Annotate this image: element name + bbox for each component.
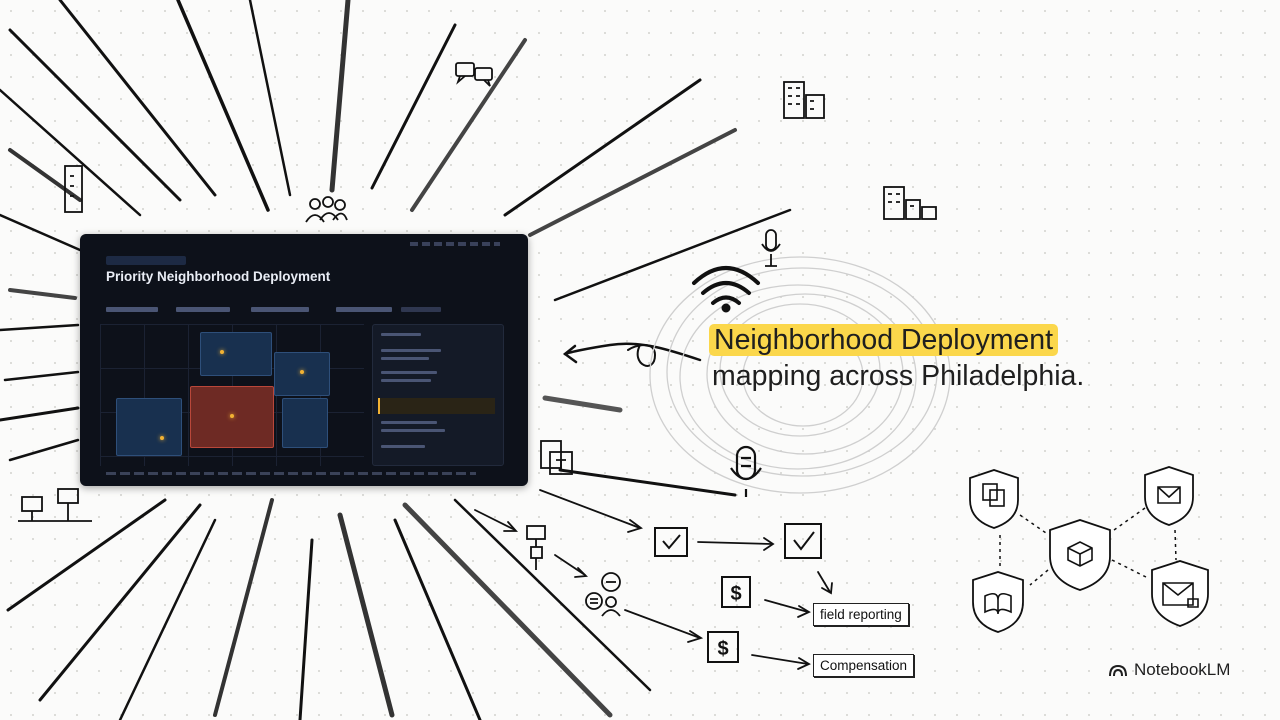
book-icon (984, 592, 1012, 615)
tab[interactable] (176, 307, 230, 312)
page-title: Priority Neighborhood Deployment (106, 269, 331, 284)
field-reporting-label: field reporting (813, 603, 909, 626)
envelope-icon (1162, 582, 1194, 606)
map-zone[interactable] (274, 352, 330, 396)
notebooklm-logo-icon (1109, 664, 1127, 677)
map-zone[interactable] (116, 398, 182, 456)
shield-icon (969, 469, 1019, 529)
chat-bubbles-icon (455, 62, 493, 87)
map-zone[interactable] (282, 398, 328, 448)
map-marker[interactable] (220, 350, 224, 354)
map-zone[interactable] (200, 332, 272, 376)
toolbar-links (410, 242, 500, 246)
wifi-icon (692, 266, 760, 313)
dollar-symbol: $ (730, 583, 741, 605)
team-icon (305, 196, 348, 223)
cube-icon (1067, 541, 1093, 567)
map-marker[interactable] (230, 414, 234, 418)
dollar-icon (721, 576, 751, 608)
document-icon (540, 440, 573, 475)
tab[interactable] (336, 307, 392, 312)
people-chat-icon (585, 572, 621, 617)
highlighted-item[interactable] (378, 398, 495, 414)
deployment-map[interactable] (100, 324, 364, 466)
dollar-symbol: $ (717, 638, 728, 660)
checkbox-icon (784, 523, 822, 559)
building-icon (64, 165, 83, 213)
envelope-icon (1157, 486, 1181, 504)
tab[interactable] (251, 307, 309, 312)
map-marker[interactable] (300, 370, 304, 374)
dollar-icon (707, 631, 739, 663)
map-marker[interactable] (160, 436, 164, 440)
buildings-icon (783, 81, 825, 119)
details-sidebar (372, 324, 504, 466)
notebooklm-brand: NotebookLM (1108, 660, 1230, 680)
microphone-icon (730, 445, 762, 497)
microphone-icon (761, 229, 781, 267)
headline-highlight: Neighborhood Deployment (709, 324, 1059, 356)
checkbox-icon (654, 527, 688, 557)
compensation-label: Compensation (813, 654, 915, 677)
headline-line2: mapping across Philadelphia. (712, 360, 1085, 392)
buildings-icon (883, 186, 937, 220)
tab[interactable] (401, 307, 441, 312)
user-card-icon (18, 488, 92, 522)
brand-name: NotebookLM (1134, 660, 1231, 679)
tab[interactable] (106, 307, 158, 312)
metric-tabs (106, 307, 506, 313)
panel-footer (106, 472, 476, 475)
dashboard-preview-panel: Priority Neighborhood Deployment (80, 234, 528, 486)
flow-node-icon (526, 525, 546, 570)
headline: Neighborhood Deployment mapping across P… (709, 322, 1084, 394)
breadcrumb (106, 256, 186, 265)
